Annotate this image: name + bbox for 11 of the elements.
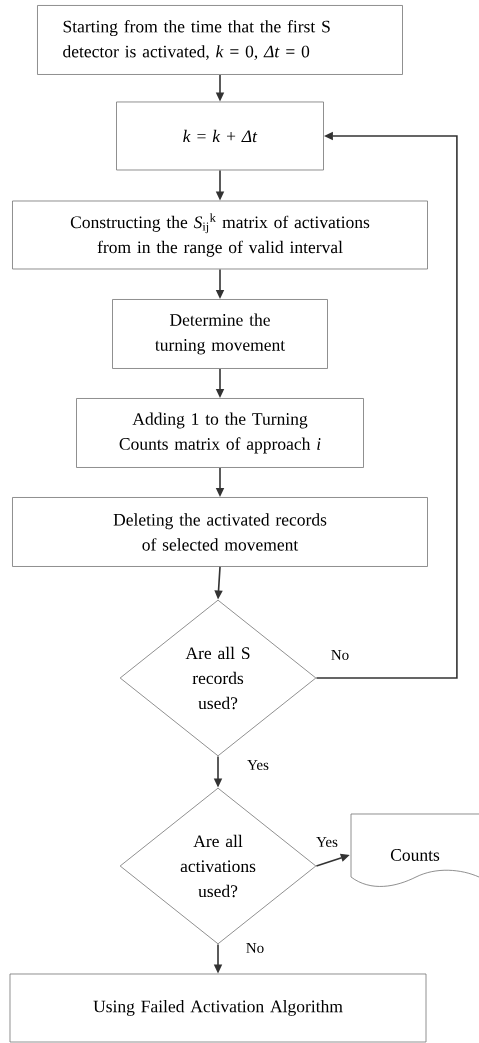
edge-label: Yes bbox=[247, 760, 269, 770]
edge-label: No bbox=[331, 650, 349, 660]
process-box: Determine the turning movement bbox=[112, 299, 328, 369]
process-box: Using Failed Activation Algorithm bbox=[9, 973, 427, 1043]
process-box: Adding 1 to the Turning Counts matrix of approach i bbox=[76, 398, 364, 468]
edge-label: No bbox=[246, 943, 264, 953]
process-box: Starting from the time that the first S detector is activated, k = 0, Δt = 0 bbox=[37, 5, 403, 75]
process-box: Constructing the S$_{ij}$$^{k}$ matrix of activations from in the range of valid interval bbox=[12, 200, 428, 270]
process-box: k = k + Δt bbox=[116, 101, 324, 171]
edge-label: Yes bbox=[316, 837, 338, 847]
process-box: Deleting the activated records of selected movement bbox=[12, 497, 428, 567]
